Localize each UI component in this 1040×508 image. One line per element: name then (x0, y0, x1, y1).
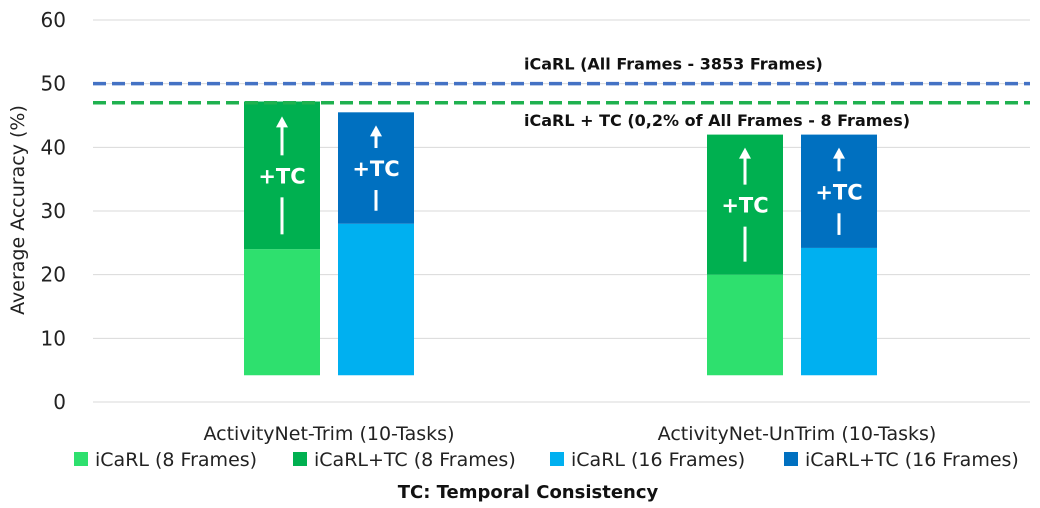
bar-stack: +TC (801, 134, 877, 376)
tc-label: +TC (258, 164, 305, 188)
legend-swatch (550, 452, 564, 466)
y-tick-label: 0 (53, 390, 66, 414)
bar-base-segment (338, 223, 414, 376)
reference-lines: iCaRL (All Frames - 3853 Frames) iCaRL + … (93, 55, 1030, 130)
reference-line-label: iCaRL (All Frames - 3853 Frames) (524, 55, 823, 74)
legend-item: iCaRL+TC (16 Frames) (784, 449, 1019, 471)
legend-label: iCaRL+TC (8 Frames) (314, 449, 516, 471)
reference-line-label: iCaRL + TC (0,2% of All Frames - 8 Frame… (524, 111, 910, 130)
legend-swatch (74, 452, 88, 466)
legend-label: iCaRL+TC (16 Frames) (805, 449, 1019, 471)
y-tick-label: 40 (41, 135, 66, 159)
legend-label: iCaRL (16 Frames) (571, 449, 745, 471)
x-category-label: ActivityNet-Trim (10-Tasks) (204, 423, 455, 445)
y-tick-label: 50 (41, 72, 66, 96)
legend-swatch (293, 452, 307, 466)
y-tick-label: 20 (41, 263, 66, 287)
x-axis-categories: ActivityNet-Trim (10-Tasks) ActivityNet-U… (204, 423, 937, 445)
tc-annotation: +TC (352, 125, 400, 211)
y-tick-label: 10 (41, 326, 66, 350)
arrow-up-icon (276, 116, 288, 128)
arrow-up-icon (833, 147, 845, 159)
legend-item: iCaRL (8 Frames) (74, 449, 257, 471)
y-tick-label: 60 (41, 8, 66, 32)
x-category-label: ActivityNet-UnTrim (10-Tasks) (658, 423, 937, 445)
y-axis-ticks: 0 10 20 30 40 50 60 (41, 8, 66, 414)
tc-label: +TC (721, 194, 768, 218)
legend-item: iCaRL (16 Frames) (550, 449, 745, 471)
y-axis-label: Average Accuracy (%) (7, 105, 29, 315)
tc-annotation: +TC (258, 116, 306, 235)
tc-label: +TC (815, 180, 862, 204)
tc-label: +TC (352, 157, 399, 181)
bars: +TC +TC +TC +TC (244, 101, 877, 376)
bar-stack: +TC (707, 134, 783, 376)
tc-annotation: +TC (815, 147, 863, 235)
grid-lines (93, 19, 1030, 403)
legend-label: iCaRL (8 Frames) (95, 449, 257, 471)
bar-base-segment (244, 249, 320, 376)
arrow-up-icon (370, 125, 382, 137)
legend: iCaRL (8 Frames) iCaRL+TC (8 Frames) iCaRL… (74, 449, 1019, 471)
bar-base-segment (801, 247, 877, 376)
legend-item: iCaRL+TC (8 Frames) (293, 449, 516, 471)
bar-base-segment (707, 274, 783, 376)
legend-swatch (784, 452, 798, 466)
bar-stack: +TC (244, 101, 320, 376)
tc-annotation: +TC (721, 147, 769, 262)
arrow-up-icon (739, 147, 751, 159)
footnote: TC: Temporal Consistency (398, 482, 659, 503)
bar-stack: +TC (338, 112, 414, 376)
y-tick-label: 30 (41, 199, 66, 223)
